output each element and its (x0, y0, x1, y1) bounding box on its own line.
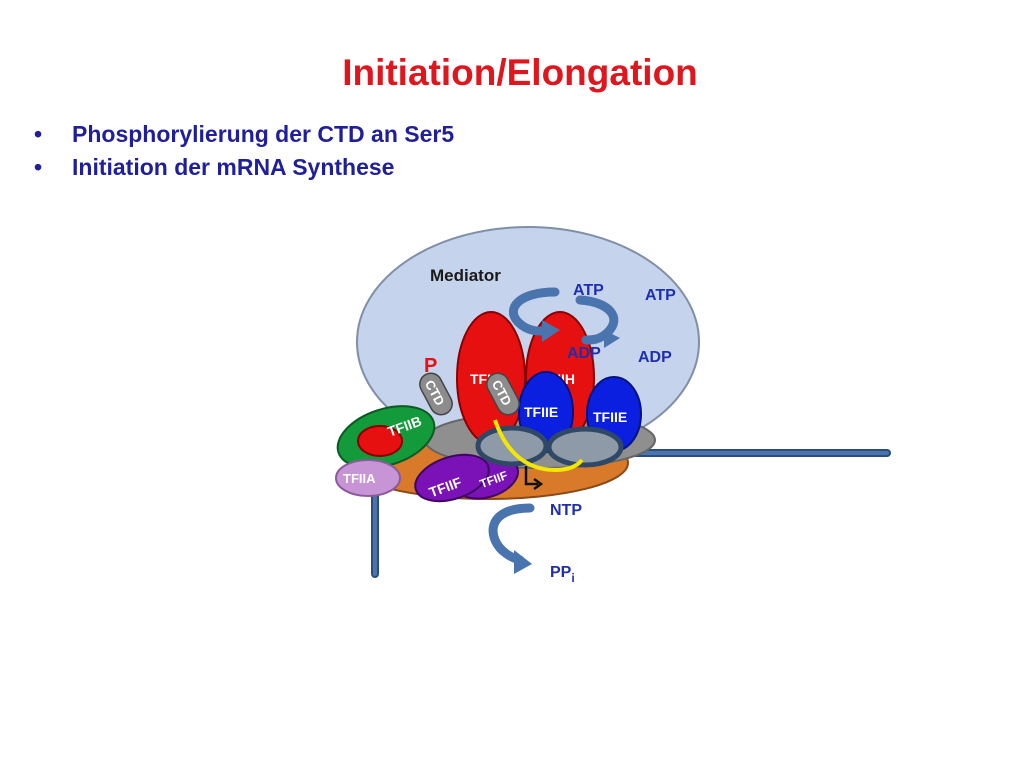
transcription-start-arrow (524, 466, 538, 486)
pol-clamp-2 (546, 426, 624, 468)
pol-clamp-1 (475, 425, 549, 467)
bullet-list: • Phosphorylierung der CTD an Ser5 • Ini… (34, 118, 454, 184)
bullet-text: Initiation der mRNA Synthese (72, 154, 395, 180)
tfiie-label-1: TFIIE (524, 404, 558, 420)
rna-strand (493, 419, 584, 473)
tfiif-shape-1 (414, 453, 490, 503)
bullet-item: • Initiation der mRNA Synthese (34, 151, 454, 184)
atp-arrow-1 (508, 287, 560, 336)
ntp-label: NTP (550, 502, 582, 519)
tfiia-shape (335, 459, 401, 497)
bullet-marker: • (34, 121, 43, 147)
ntp-arrowhead (514, 550, 532, 574)
bullet-text: Phosphorylierung der CTD an Ser5 (72, 121, 455, 147)
slide-title: Initiation/Elongation (342, 52, 698, 93)
tbp-red-shape (357, 425, 403, 457)
bullet-item: • Phosphorylierung der CTD an Ser5 (34, 118, 454, 151)
atp-label-2: ATP (645, 287, 676, 304)
ppi-label-main: PP (550, 564, 572, 581)
adp-label-2: ADP (638, 349, 672, 366)
atp-arrowhead-1 (542, 320, 560, 342)
bullet-marker: • (34, 154, 43, 180)
ppi-label: PPi (550, 564, 575, 585)
transcription-start-arrowhead (533, 477, 544, 491)
tfiia-label: TFIIA (343, 471, 376, 486)
adp-label-1: ADP (567, 345, 601, 362)
mediator-label: Mediator (430, 266, 501, 285)
atp-arrow-2 (575, 295, 619, 345)
atp-arrowhead-2 (604, 330, 620, 348)
atp-label-1: ATP (573, 282, 604, 299)
tfiie-label-2: TFIIE (593, 409, 627, 425)
ppi-label-sub: i (571, 571, 574, 585)
ntp-arrow (488, 503, 535, 565)
phospho-label: P (424, 355, 437, 377)
